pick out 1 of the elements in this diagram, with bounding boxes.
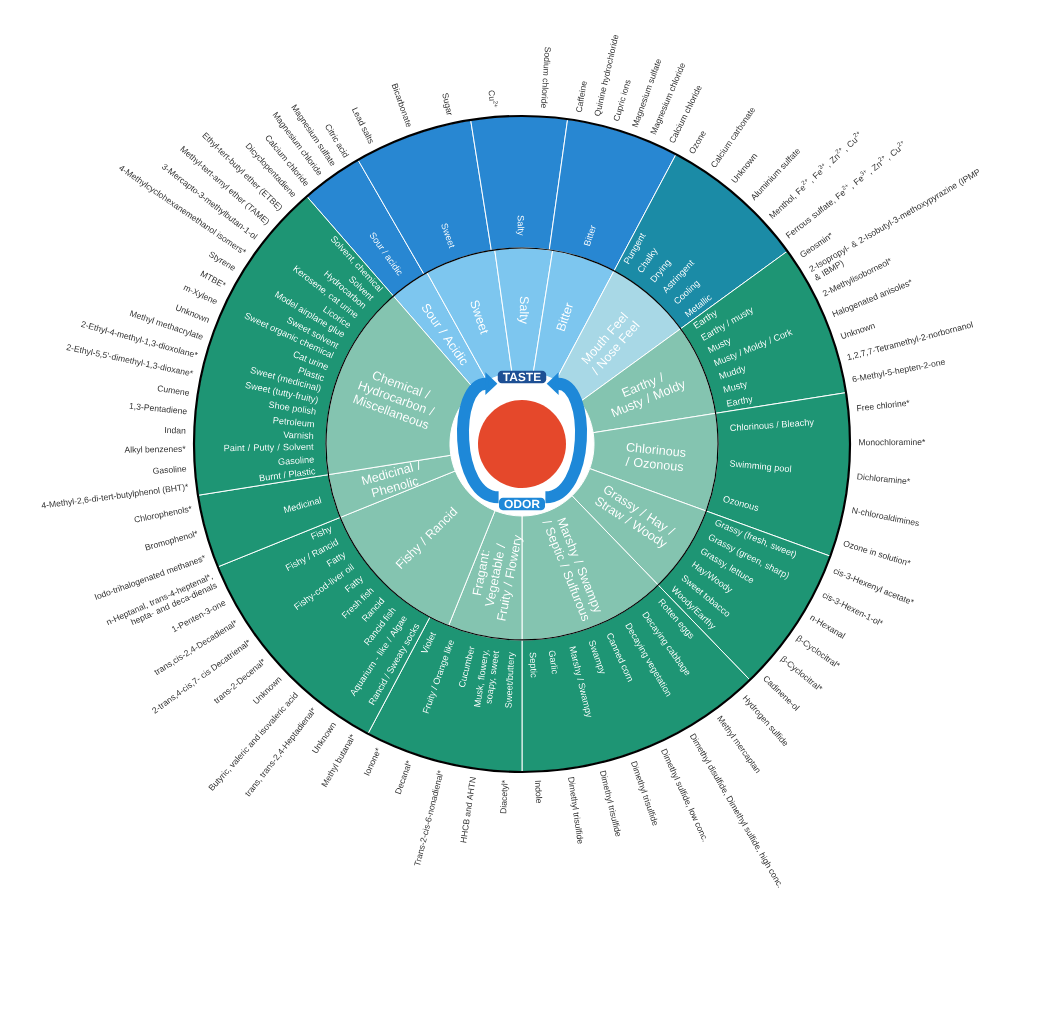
center-circle: [478, 400, 566, 488]
